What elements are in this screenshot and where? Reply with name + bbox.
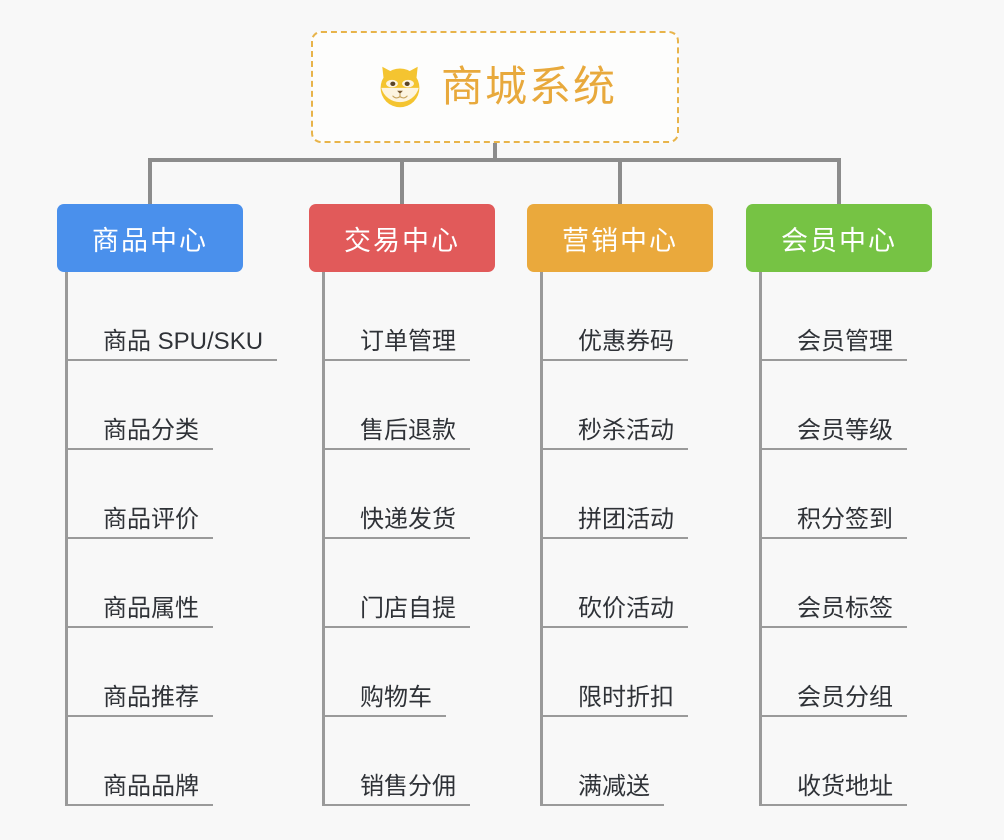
leaf-label: 积分签到 [797,505,893,533]
leaf-underline [540,537,688,539]
leaf-underline [322,448,470,450]
category-label: 商品中心 [92,225,208,256]
category-box-member-center[interactable]: 会员中心 [746,204,932,272]
leaf-label: 门店自提 [360,594,456,622]
leaf-underline [759,715,907,717]
leaf-underline [759,537,907,539]
leaf-underline [322,626,470,628]
leaf-label: 商品推荐 [103,683,199,711]
leaf-list-marketing-center: 优惠券码 秒杀活动 拼团活动 砍价活动 限时折扣 满减送 [540,272,713,806]
list-item[interactable]: 快递发货 [322,450,495,539]
column-member-center: 会员中心 会员管理 会员等级 积分签到 会员标签 会员分组 [746,204,932,806]
column-trade-center: 交易中心 订单管理 售后退款 快递发货 门店自提 购物车 [309,204,495,806]
leaf-label: 会员管理 [797,327,893,355]
leaf-list-trade-center: 订单管理 售后退款 快递发货 门店自提 购物车 销售分佣 [322,272,495,806]
leaf-underline [65,359,277,361]
leaf-underline [540,359,688,361]
leaf-underline [65,626,213,628]
category-box-product-center[interactable]: 商品中心 [57,204,243,272]
leaf-underline [322,359,470,361]
root-node-title: 商城系统 [440,63,617,110]
leaf-underline [322,537,470,539]
leaf-underline [759,359,907,361]
list-item[interactable]: 优惠券码 [540,272,713,361]
list-item[interactable]: 会员分组 [759,628,932,717]
leaf-label: 商品评价 [103,505,199,533]
column-spine [65,272,68,806]
leaf-label: 会员分组 [797,683,893,711]
list-item[interactable]: 砍价活动 [540,539,713,628]
leaf-label: 秒杀活动 [578,416,674,444]
list-item[interactable]: 购物车 [322,628,495,717]
list-item[interactable]: 秒杀活动 [540,361,713,450]
leaf-label: 销售分佣 [360,772,456,800]
column-product-center: 商品中心 商品 SPU/SKU 商品分类 商品评价 商品属性 商品推荐 [57,204,277,806]
list-item[interactable]: 会员等级 [759,361,932,450]
list-item[interactable]: 收货地址 [759,717,932,806]
leaf-underline [540,804,664,806]
leaf-underline [65,537,213,539]
list-item[interactable]: 商品评价 [65,450,243,539]
leaf-underline [759,626,907,628]
leaf-list-member-center: 会员管理 会员等级 积分签到 会员标签 会员分组 收货地址 [759,272,932,806]
leaf-label: 拼团活动 [578,505,674,533]
leaf-label: 售后退款 [360,416,456,444]
leaf-underline [759,804,907,806]
leaf-label: 购物车 [360,683,432,711]
leaf-underline [65,448,213,450]
leaf-label: 商品属性 [103,594,199,622]
leaf-label: 商品分类 [103,416,199,444]
leaf-label: 会员标签 [797,594,893,622]
column-spine [759,272,762,806]
list-item[interactable]: 会员管理 [759,272,932,361]
column-spine [540,272,543,806]
leaf-underline [540,715,688,717]
leaf-underline [322,804,470,806]
list-item[interactable]: 满减送 [540,717,713,806]
leaf-underline [540,448,688,450]
leaf-underline [322,715,446,717]
root-node-mall-system[interactable]: 商城系统 [311,31,679,143]
list-item[interactable]: 商品推荐 [65,628,243,717]
list-item[interactable]: 订单管理 [322,272,495,361]
leaf-underline [540,626,688,628]
list-item[interactable]: 积分签到 [759,450,932,539]
category-label: 会员中心 [781,225,897,256]
leaf-label: 优惠券码 [578,327,674,355]
list-item[interactable]: 拼团活动 [540,450,713,539]
leaf-label: 商品 SPU/SKU [103,327,264,355]
category-label: 交易中心 [344,225,460,256]
leaf-label: 商品品牌 [103,772,199,800]
list-item[interactable]: 商品属性 [65,539,243,628]
category-box-trade-center[interactable]: 交易中心 [309,204,495,272]
shiba-dog-face-icon [380,66,420,108]
category-label: 营销中心 [562,225,678,256]
category-box-marketing-center[interactable]: 营销中心 [527,204,713,272]
list-item[interactable]: 会员标签 [759,539,932,628]
leaf-label: 订单管理 [360,327,456,355]
list-item[interactable]: 商品分类 [65,361,243,450]
leaf-label: 快递发货 [360,505,456,533]
leaf-underline [65,715,213,717]
leaf-label: 限时折扣 [578,683,674,711]
list-item[interactable]: 商品品牌 [65,717,243,806]
leaf-label: 会员等级 [797,416,893,444]
leaf-list-product-center: 商品 SPU/SKU 商品分类 商品评价 商品属性 商品推荐 商品品牌 [65,272,277,806]
list-item[interactable]: 商品 SPU/SKU [65,272,277,361]
list-item[interactable]: 限时折扣 [540,628,713,717]
leaf-underline [65,804,213,806]
list-item[interactable]: 门店自提 [322,539,495,628]
column-spine [322,272,325,806]
leaf-label: 满减送 [578,772,650,800]
list-item[interactable]: 销售分佣 [322,717,495,806]
leaf-label: 收货地址 [797,772,893,800]
list-item[interactable]: 售后退款 [322,361,495,450]
leaf-underline [759,448,907,450]
leaf-label: 砍价活动 [578,594,674,622]
column-marketing-center: 营销中心 优惠券码 秒杀活动 拼团活动 砍价活动 限时折扣 [527,204,713,806]
